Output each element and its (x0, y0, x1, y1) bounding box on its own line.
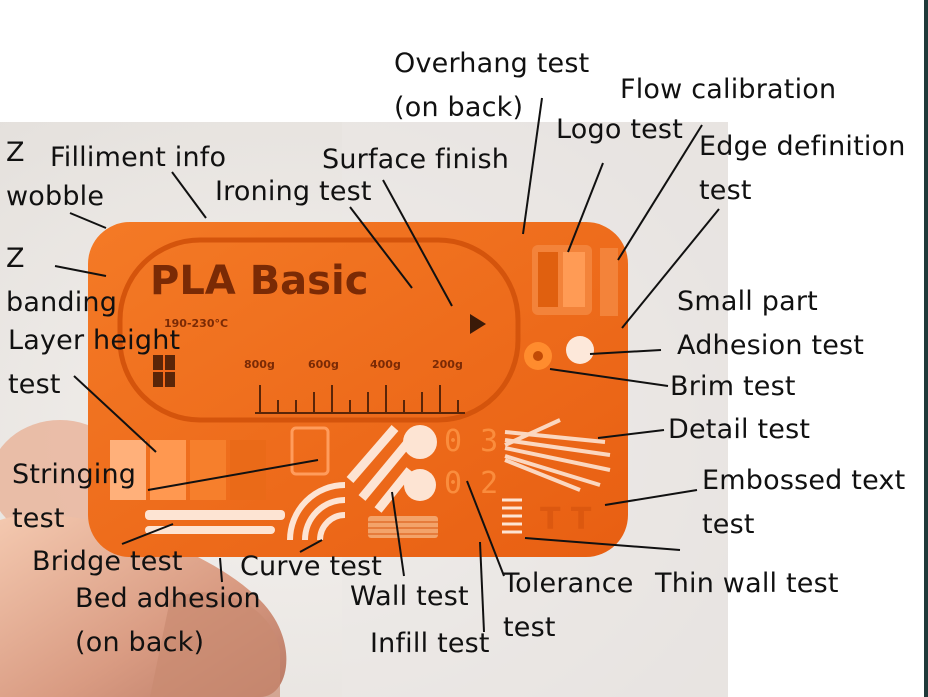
label-embossed-text-1: Embossed text (702, 465, 906, 496)
label-filament-info: Filliment info (50, 142, 227, 173)
label-layer-height-1: Layer height (8, 325, 181, 356)
label-z-wobble-2: wobble (6, 181, 105, 212)
label-bed-adhesion-2: (on back) (75, 627, 205, 658)
label-detail-test: Detail test (668, 414, 811, 445)
label-ironing-test: Ironing test (215, 176, 372, 207)
label-tolerance-test-2: test (503, 612, 556, 643)
label-bridge-test: Bridge test (32, 546, 183, 577)
label-brim-test: Brim test (670, 371, 796, 402)
label-z-wobble-1: Z (6, 137, 25, 168)
label-flow-calibration: Flow calibration (620, 74, 837, 105)
label-stringing-test-2: test (12, 503, 65, 534)
label-overhang-test-2: (on back) (394, 92, 524, 123)
label-thin-wall-test: Thin wall test (655, 568, 839, 599)
label-curve-test: Curve test (240, 551, 383, 582)
label-tolerance-test-1: Tolerance (503, 568, 634, 599)
label-layer-height-2: test (8, 369, 61, 400)
tolerance-number-02: 0 2 (444, 466, 499, 501)
test-card (88, 222, 628, 557)
label-z-banding-1: Z (6, 243, 25, 274)
tolerance-number-03: 0 3 (444, 424, 499, 459)
scale-label-600g: 600g (308, 358, 339, 371)
label-stringing-test-1: Stringing (12, 459, 137, 490)
label-surface-finish: Surface finish (322, 144, 510, 175)
label-embossed-text-2: test (702, 509, 755, 540)
label-small-part: Small part (677, 286, 818, 317)
card-title: PLA Basic (150, 258, 369, 304)
scale-label-400g: 400g (370, 358, 401, 371)
card-temperature: 190-230°C (164, 317, 229, 330)
right-edge-strip (924, 0, 928, 697)
leader-lines (54, 97, 720, 633)
label-edge-definition-1: Edge definition (699, 131, 906, 162)
label-wall-test: Wall test (350, 581, 469, 612)
label-edge-definition-2: test (699, 175, 752, 206)
label-logo-test: Logo test (556, 114, 683, 145)
label-adhesion-test: Adhesion test (677, 330, 865, 361)
label-bed-adhesion-1: Bed adhesion (75, 583, 261, 614)
scale-label-800g: 800g (244, 358, 275, 371)
label-infill-test: Infill test (370, 628, 490, 659)
label-z-banding-2: banding (6, 287, 118, 318)
label-overhang-test-1: Overhang test (394, 48, 590, 79)
scale-label-200g: 200g (432, 358, 463, 371)
embossed-letters: T T (540, 502, 592, 537)
